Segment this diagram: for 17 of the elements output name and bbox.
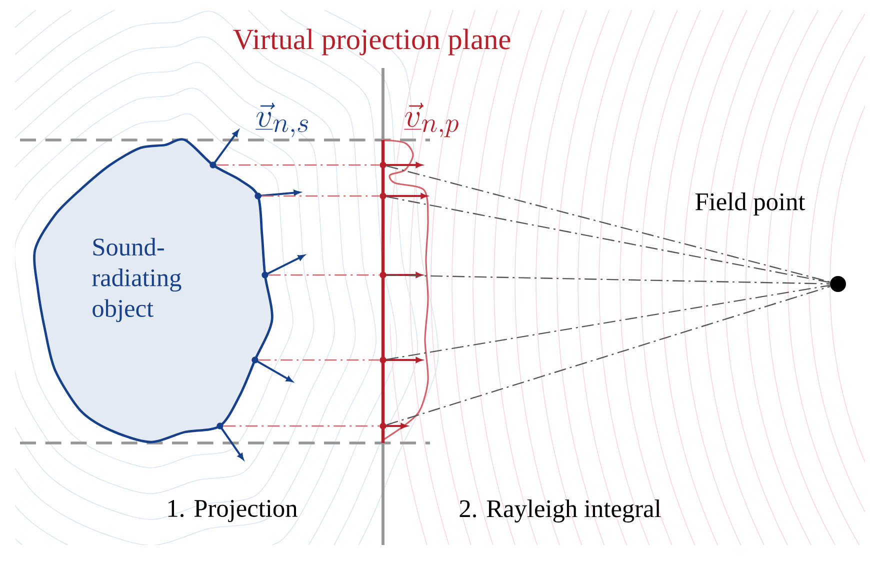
field-point-label: Field point: [696, 192, 806, 216]
field-point-dot: [830, 276, 846, 292]
projection-line: [386, 165, 830, 282]
step-label: 2. Rayleigh integral: [460, 500, 661, 523]
projection-line: [216, 164, 380, 166]
projection-line: [386, 196, 830, 284]
vector-label: $\underline{\vec{v}}_{n,s}$: [256, 102, 308, 138]
vector-label: $\underline{\vec{v}}_{n,p}$: [404, 102, 458, 138]
projection-line: [386, 284, 830, 360]
projection-line: [258, 359, 380, 361]
projection-line: [262, 195, 380, 197]
plane-title: Virtual projection plane: [233, 28, 510, 56]
step-label: 1. Projection: [168, 500, 298, 522]
projection-line: [386, 274, 830, 284]
projection-line: [386, 286, 830, 426]
projection-line: [224, 425, 380, 427]
projection-line: [268, 274, 380, 276]
